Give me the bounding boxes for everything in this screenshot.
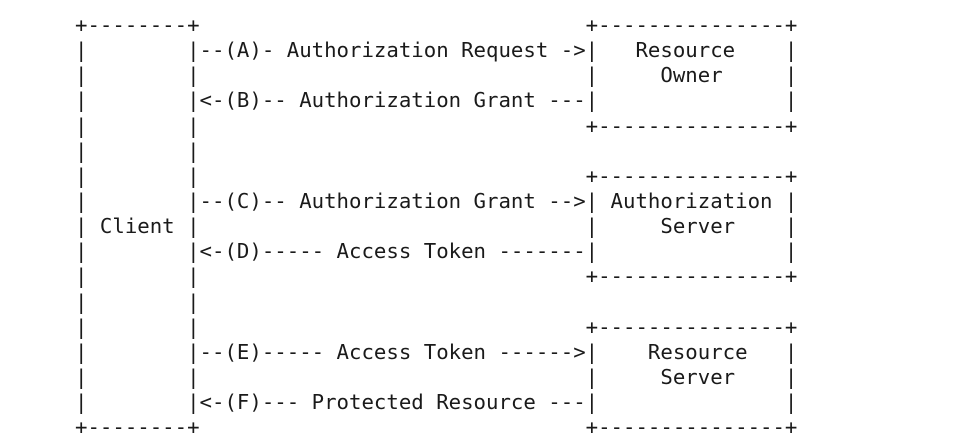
diagram-line: | |<-(B)-- Authorization Grant ---| | — [75, 88, 798, 113]
diagram-line: | | +---------------+ — [75, 113, 798, 138]
diagram-line: | | | Owner | — [75, 63, 798, 88]
diagram-line: | | — [75, 138, 200, 163]
diagram-line: | |<-(D)----- Access Token -------| | — [75, 239, 798, 264]
diagram-line: | |--(E)----- Access Token ------>| Reso… — [75, 339, 798, 364]
diagram-line: | |<-(F)--- Protected Resource ---| | — [75, 390, 798, 415]
diagram-line: | | — [75, 289, 200, 314]
diagram-line: | |--(A)- Authorization Request ->| Reso… — [75, 38, 798, 63]
diagram-line: | | +---------------+ — [75, 163, 798, 188]
diagram-line: | | | Server | — [75, 364, 798, 389]
diagram-line: +--------+ +---------------+ — [75, 13, 798, 37]
diagram-line: +--------+ +---------------+ — [75, 415, 798, 440]
diagram-line: | Client | | Server | — [75, 214, 798, 239]
diagram-line: | |--(C)-- Authorization Grant -->| Auth… — [75, 188, 798, 213]
oauth-flow-diagram: +--------+ +---------------+| |--(A)- Au… — [75, 13, 797, 440]
diagram-line: | | +---------------+ — [75, 314, 798, 339]
diagram-line: | | +---------------+ — [75, 264, 798, 289]
